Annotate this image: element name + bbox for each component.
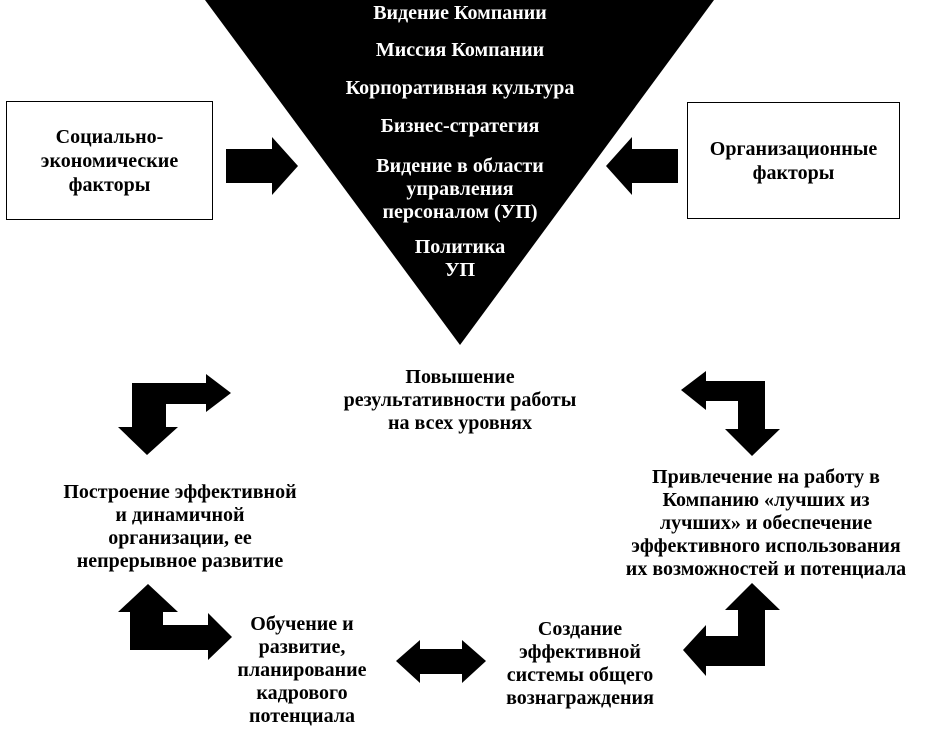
triangle-item-mission: Миссия Компании xyxy=(375,39,545,61)
elbow-arrow-bottom-right xyxy=(683,583,780,676)
cycle-right-text: Привлечение на работу в Компанию «лучших… xyxy=(625,466,907,580)
triangle-item-hr-vision: Видение в области управления персоналом … xyxy=(376,155,544,223)
cycle-left-text: Построение эффективной и динамичной орга… xyxy=(63,481,297,572)
arrow-left-to-triangle xyxy=(226,137,298,195)
cycle-bottom-left-text: Обучение и развитие, планирование кадров… xyxy=(237,613,367,727)
double-arrow-bottom xyxy=(396,640,486,683)
triangle-item-hr-policy: Политика УП xyxy=(414,236,506,281)
right-factor-box: Организационные факторы xyxy=(687,102,900,219)
triangle-item-culture: Корпоративная культура xyxy=(345,77,575,99)
cycle-top-text: Повышение результативности работы на все… xyxy=(343,366,577,434)
left-factor-box: Социально- экономические факторы xyxy=(6,101,213,220)
arrow-right-to-triangle xyxy=(606,137,678,195)
cycle-bottom-right-text: Создание эффективной системы общего возн… xyxy=(506,618,654,709)
triangle-item-strategy: Бизнес-стратегия xyxy=(380,115,540,137)
elbow-arrow-bottom-left xyxy=(118,584,232,660)
triangle-item-vision: Видение Компании xyxy=(373,2,547,24)
elbow-arrow-top-left xyxy=(118,374,231,455)
right-factor-label: Организационные факторы xyxy=(709,137,878,184)
left-factor-label: Социально- экономические факторы xyxy=(40,125,179,196)
strategy-triangle xyxy=(205,0,714,345)
elbow-arrow-top-right xyxy=(681,371,780,456)
